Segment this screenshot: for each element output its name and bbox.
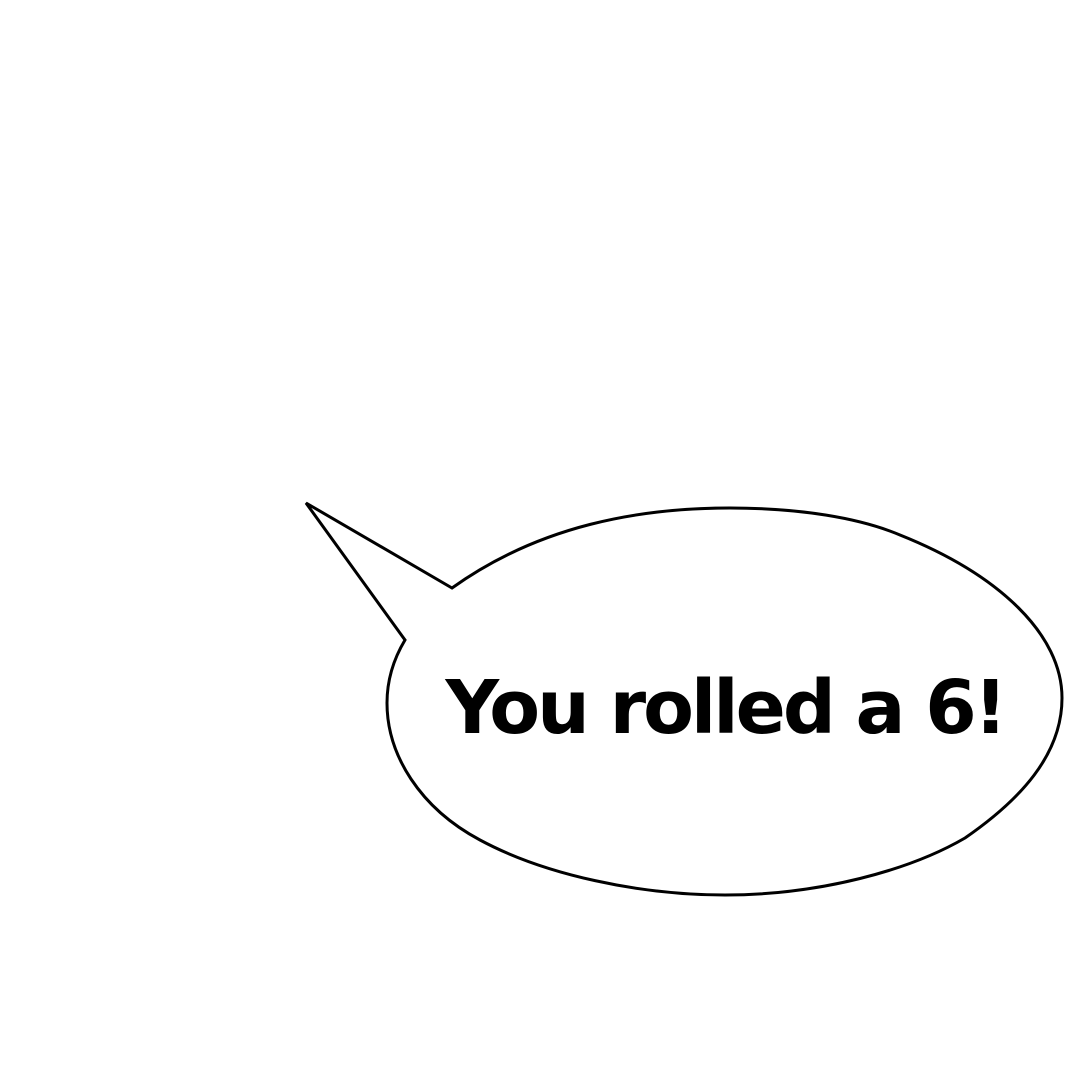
speech-bubble-text: You rolled a 6! (445, 665, 1008, 751)
speech-bubble-outline (304, 501, 1064, 897)
